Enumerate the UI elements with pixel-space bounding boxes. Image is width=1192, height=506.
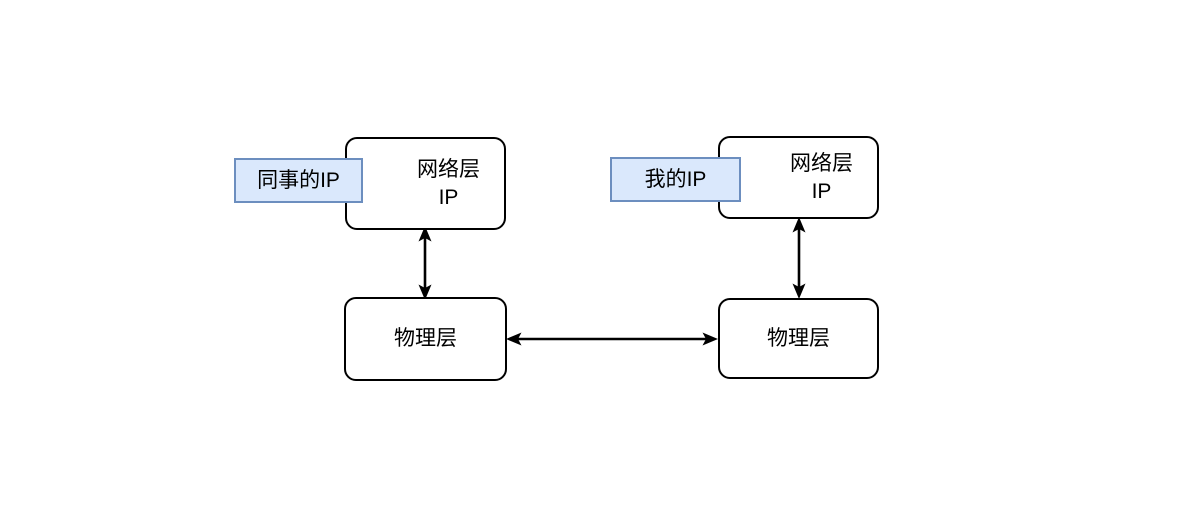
node-physical-layer-right[interactable]: 物理层 <box>718 298 879 379</box>
node-network-layer-right-label: 网络层 IP <box>790 152 853 203</box>
edge-right-network-to-physical[interactable] <box>782 212 816 304</box>
badge-my-ip-label: 我的IP <box>644 167 707 191</box>
edge-left-network-to-physical[interactable] <box>408 222 442 304</box>
double-arrow-horizontal-icon <box>506 332 718 346</box>
double-arrow-vertical-icon <box>792 217 806 299</box>
node-physical-layer-right-label: 物理层 <box>767 326 830 350</box>
edge-physical-to-physical-link[interactable] <box>500 322 724 356</box>
node-physical-layer-left[interactable]: 物理层 <box>344 297 507 381</box>
node-network-layer-left-label: 网络层 IP <box>417 158 480 209</box>
node-network-layer-right[interactable]: 网络层 IP <box>718 136 879 219</box>
node-physical-layer-left-label: 物理层 <box>394 327 457 351</box>
badge-my-ip[interactable]: 我的IP <box>610 157 741 202</box>
badge-colleague-ip-label: 同事的IP <box>257 168 340 192</box>
double-arrow-vertical-icon <box>418 226 432 300</box>
badge-colleague-ip[interactable]: 同事的IP <box>234 158 363 203</box>
node-network-layer-left[interactable]: 网络层 IP <box>345 137 506 230</box>
